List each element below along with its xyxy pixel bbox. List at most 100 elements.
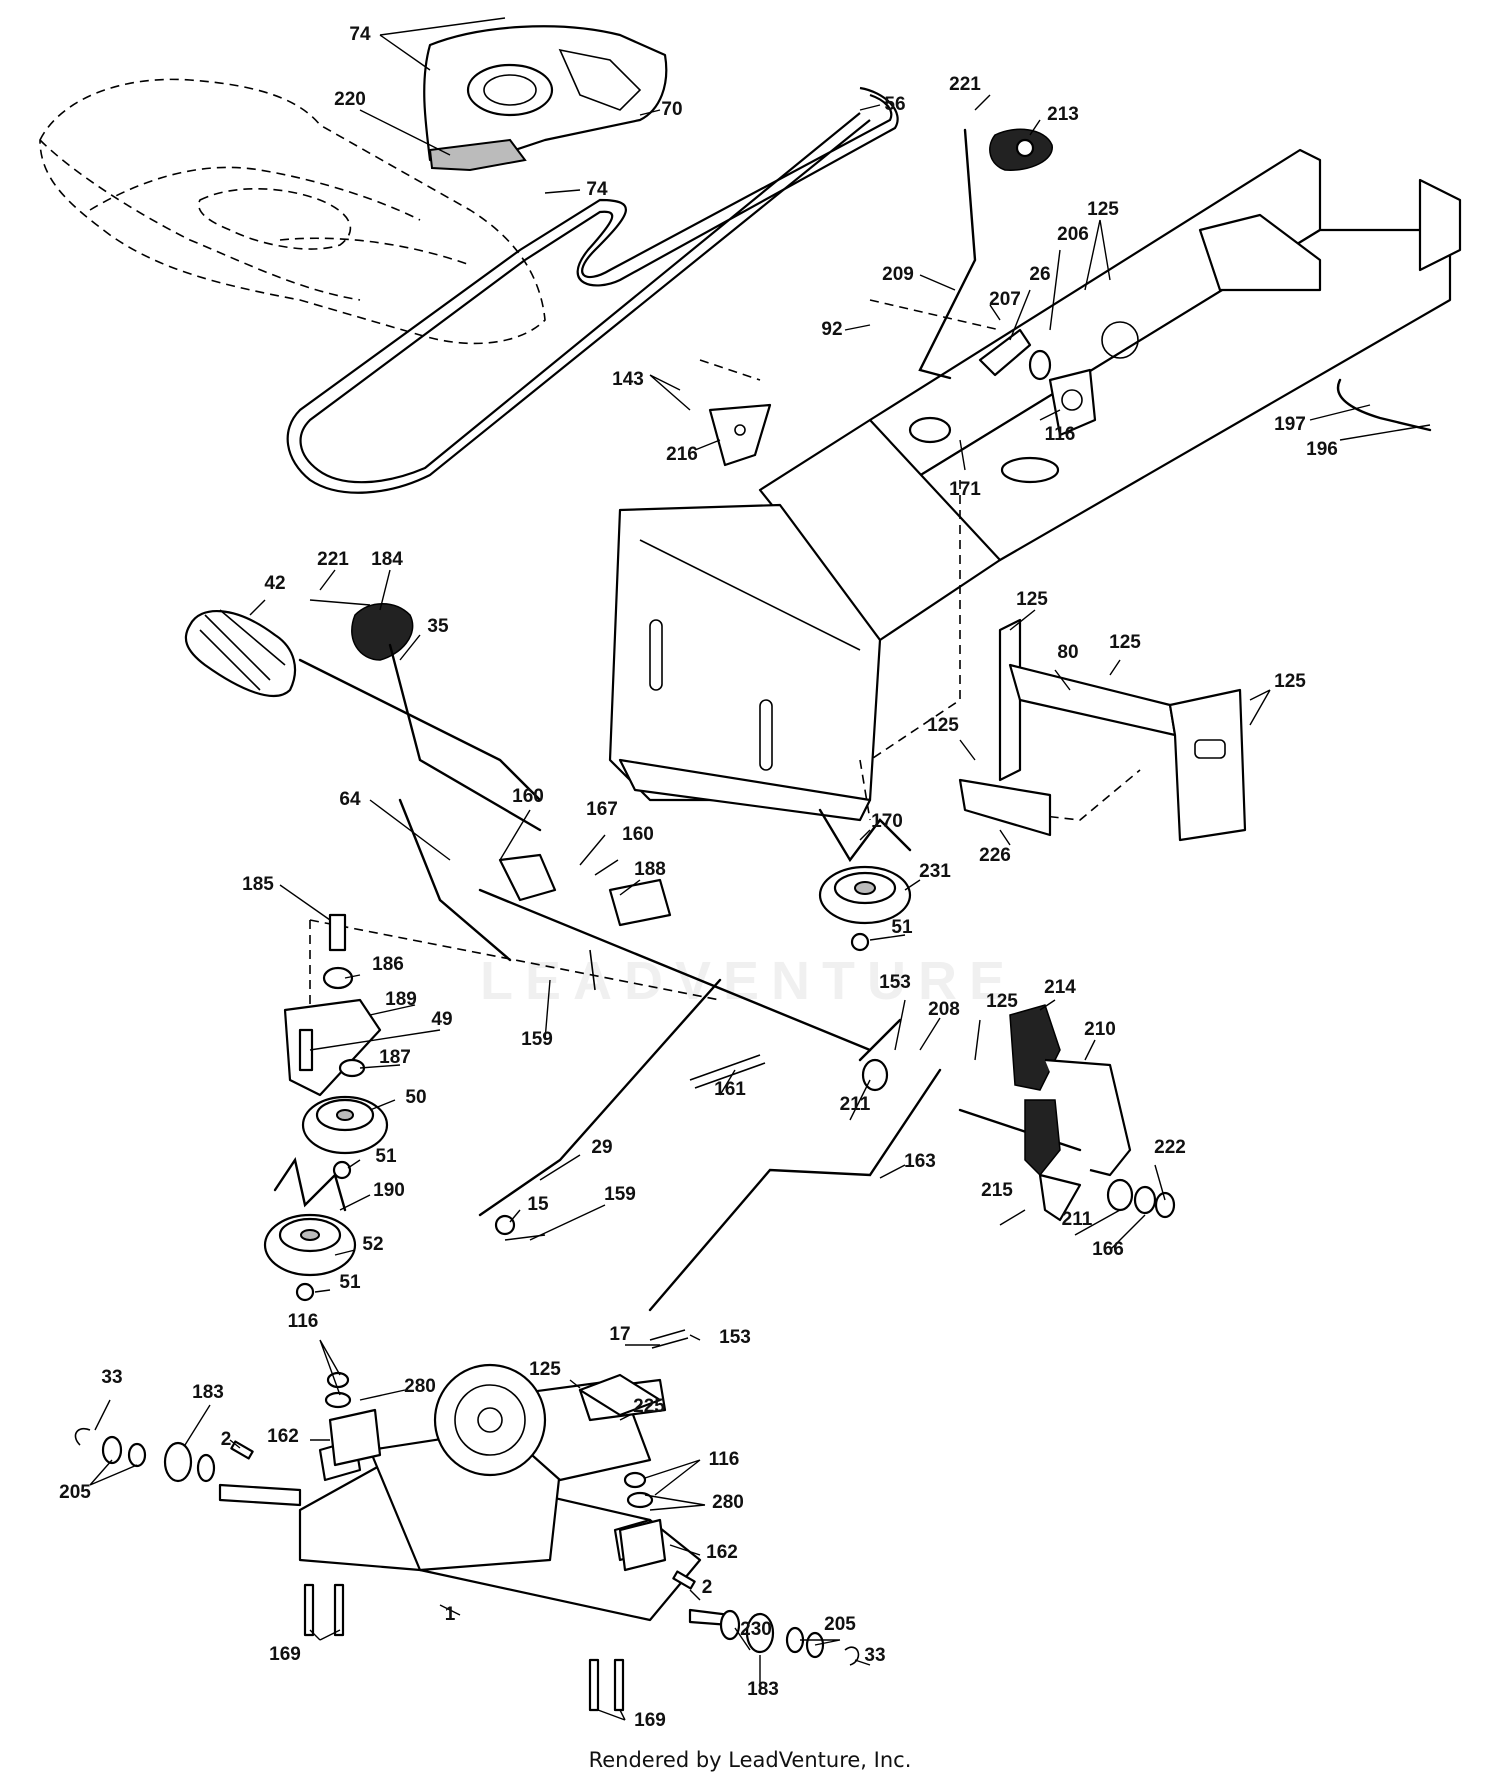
callout-205b[interactable]: 205 xyxy=(824,1614,856,1635)
callout-125e[interactable]: 125 xyxy=(927,715,959,736)
callout-196[interactable]: 196 xyxy=(1306,439,1338,460)
pulley-52 xyxy=(263,1213,357,1302)
callout-163[interactable]: 163 xyxy=(904,1151,936,1172)
callout-116c[interactable]: 116 xyxy=(708,1449,740,1470)
callout-188[interactable]: 188 xyxy=(634,859,666,880)
callout-167[interactable]: 167 xyxy=(586,799,618,820)
callout-231[interactable]: 231 xyxy=(919,861,951,882)
callout-221b[interactable]: 221 xyxy=(317,549,349,570)
lift-lever xyxy=(298,643,872,1052)
callout-159a[interactable]: 159 xyxy=(521,1029,553,1050)
spring-190 xyxy=(273,1156,347,1212)
leader-lines xyxy=(89,17,1431,1721)
callout-33b[interactable]: 33 xyxy=(864,1645,886,1666)
callout-169a[interactable]: 169 xyxy=(269,1644,301,1665)
callout-17[interactable]: 17 xyxy=(609,1324,631,1345)
callout-153b[interactable]: 153 xyxy=(719,1327,751,1348)
callout-26[interactable]: 26 xyxy=(1029,264,1051,285)
callout-70[interactable]: 70 xyxy=(661,99,683,120)
callout-225[interactable]: 225 xyxy=(633,1396,665,1417)
callout-210[interactable]: 210 xyxy=(1084,1019,1116,1040)
callout-190[interactable]: 190 xyxy=(373,1180,405,1201)
callout-183b[interactable]: 183 xyxy=(747,1679,779,1700)
callout-160b[interactable]: 160 xyxy=(622,824,654,845)
callout-159b[interactable]: 159 xyxy=(604,1184,636,1205)
chassis-frame xyxy=(608,148,1462,822)
callout-74[interactable]: 74 xyxy=(349,24,371,45)
callout-80[interactable]: 80 xyxy=(1057,642,1079,663)
callout-184[interactable]: 184 xyxy=(371,549,403,570)
callout-170[interactable]: 170 xyxy=(871,811,903,832)
callout-205a[interactable]: 205 xyxy=(59,1482,91,1503)
callout-183a[interactable]: 183 xyxy=(192,1382,224,1403)
callout-211a[interactable]: 211 xyxy=(839,1094,871,1115)
callout-171[interactable]: 171 xyxy=(949,479,981,500)
callout-2b[interactable]: 2 xyxy=(701,1577,713,1598)
callout-187[interactable]: 187 xyxy=(379,1047,411,1068)
pulley-50 xyxy=(301,1095,389,1180)
callout-125f[interactable]: 125 xyxy=(986,991,1018,1012)
callout-197[interactable]: 197 xyxy=(1274,414,1306,435)
callout-125a[interactable]: 125 xyxy=(1087,199,1119,220)
bracket-216 xyxy=(708,403,772,467)
callout-74b[interactable]: 74 xyxy=(586,179,608,200)
callout-116a[interactable]: 116 xyxy=(1044,424,1076,445)
hand-grip xyxy=(184,609,297,698)
callout-160a[interactable]: 160 xyxy=(512,786,544,807)
callout-162b[interactable]: 162 xyxy=(706,1542,738,1563)
callout-280a[interactable]: 280 xyxy=(404,1376,436,1397)
assembly-lines xyxy=(309,299,1141,1060)
callout-51c[interactable]: 51 xyxy=(339,1272,361,1293)
rod-197 xyxy=(1336,378,1432,432)
watermark: LEADVENTURE xyxy=(480,951,1018,1011)
callout-208[interactable]: 208 xyxy=(928,999,960,1020)
callout-33a[interactable]: 33 xyxy=(101,1367,123,1388)
callout-92[interactable]: 92 xyxy=(821,319,843,340)
callout-226[interactable]: 226 xyxy=(979,845,1011,866)
callout-222[interactable]: 222 xyxy=(1154,1137,1186,1158)
callout-206[interactable]: 206 xyxy=(1057,224,1089,245)
callout-189[interactable]: 189 xyxy=(385,989,417,1010)
callout-185[interactable]: 185 xyxy=(242,874,274,895)
callout-64[interactable]: 64 xyxy=(339,789,361,810)
callout-213[interactable]: 213 xyxy=(1047,104,1079,125)
callout-220[interactable]: 220 xyxy=(334,89,366,110)
callout-50[interactable]: 50 xyxy=(405,1087,427,1108)
callout-42[interactable]: 42 xyxy=(264,573,286,594)
callout-29[interactable]: 29 xyxy=(591,1137,613,1158)
callout-125b[interactable]: 125 xyxy=(1016,589,1048,610)
callout-280b[interactable]: 280 xyxy=(712,1492,744,1513)
callout-15[interactable]: 15 xyxy=(527,1194,549,1215)
callout-169b[interactable]: 169 xyxy=(634,1710,666,1731)
callout-116b[interactable]: 116 xyxy=(287,1311,319,1332)
callout-51a[interactable]: 51 xyxy=(891,917,913,938)
callout-166[interactable]: 166 xyxy=(1092,1239,1124,1260)
callout-1[interactable]: 1 xyxy=(444,1604,456,1625)
callout-35[interactable]: 35 xyxy=(427,616,449,637)
callout-125d[interactable]: 125 xyxy=(1274,671,1306,692)
fender-cover xyxy=(423,25,668,172)
callout-125c[interactable]: 125 xyxy=(1109,632,1141,653)
callout-221[interactable]: 221 xyxy=(949,74,981,95)
callout-161[interactable]: 161 xyxy=(714,1079,746,1100)
callout-143[interactable]: 143 xyxy=(612,369,644,390)
callout-125g[interactable]: 125 xyxy=(529,1359,561,1380)
callout-162a[interactable]: 162 xyxy=(267,1426,299,1447)
callout-52[interactable]: 52 xyxy=(362,1234,384,1255)
callout-214[interactable]: 214 xyxy=(1044,977,1076,998)
callout-215[interactable]: 215 xyxy=(981,1180,1013,1201)
plate-226 xyxy=(958,778,1052,837)
callout-230[interactable]: 230 xyxy=(740,1619,772,1640)
callout-216[interactable]: 216 xyxy=(666,444,698,465)
callout-49[interactable]: 49 xyxy=(431,1009,453,1030)
callout-51b[interactable]: 51 xyxy=(375,1146,397,1167)
callout-56[interactable]: 56 xyxy=(884,94,906,115)
callout-153a[interactable]: 153 xyxy=(879,972,911,993)
callout-186[interactable]: 186 xyxy=(372,954,404,975)
callout-209[interactable]: 209 xyxy=(882,264,914,285)
knob-184 xyxy=(309,599,414,661)
callout-211b[interactable]: 211 xyxy=(1061,1209,1093,1230)
callout-2a[interactable]: 2 xyxy=(220,1429,232,1450)
callout-207[interactable]: 207 xyxy=(989,289,1021,310)
shift-bracket xyxy=(978,328,1097,437)
